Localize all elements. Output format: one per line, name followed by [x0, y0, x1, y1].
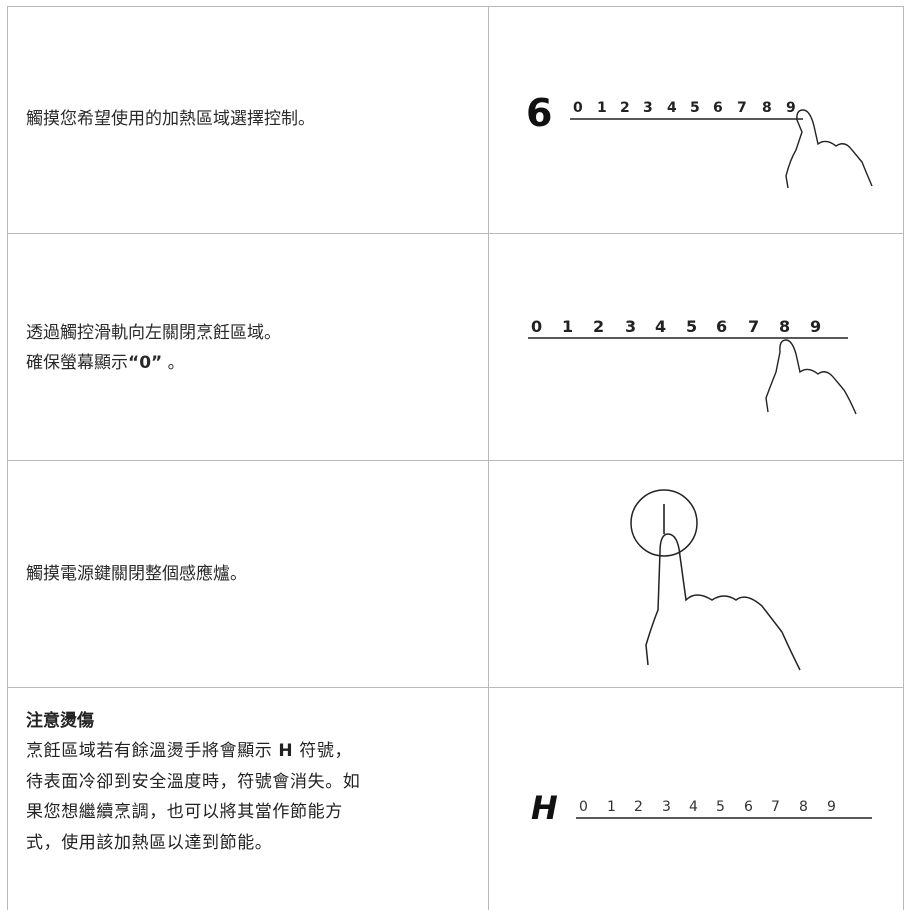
scale-label-6: 6	[744, 799, 753, 815]
row-divider-2	[7, 460, 904, 461]
hand-pointer-icon	[785, 109, 873, 189]
row2-line1: 透過觸控滑軌向左關閉烹飪區域。	[26, 323, 281, 343]
scale-label-0: 0	[573, 100, 583, 116]
row3-instruction: 觸摸電源鍵關閉整個感應爐。	[26, 559, 247, 589]
table-column-divider	[488, 6, 489, 910]
scale-label-3: 3	[643, 100, 653, 116]
row4-slider-scale: 0 1 2 3 4 5 6 7 8 9	[579, 799, 836, 815]
table-left-border	[7, 6, 8, 910]
scale-label-0: 0	[531, 317, 542, 336]
note-body: 烹飪區域若有餘溫燙手將會顯示 H 符號， 待表面冷卻到安全溫度時，符號會消失。如…	[26, 736, 481, 858]
row1-text: 觸摸您希望使用的加熱區域選擇控制。	[26, 109, 315, 129]
note-h-symbol: H	[278, 741, 294, 761]
row1-slider-scale: 0 1 2 3 4 5 6 7 8 9	[573, 100, 796, 116]
scale-label-8: 8	[799, 799, 808, 815]
row2-instruction: 透過觸控滑軌向左關閉烹飪區域。 確保螢幕顯示“0” 。	[26, 318, 281, 378]
note-line3: 果您想繼續烹調，也可以將其當作節能方	[26, 802, 343, 822]
row1-instruction: 觸摸您希望使用的加熱區域選擇控制。	[26, 104, 315, 134]
scale-label-1: 1	[562, 317, 573, 336]
residual-heat-indicator: H	[531, 789, 558, 827]
scale-label-0: 0	[579, 799, 588, 815]
row2-zero: 0	[139, 353, 152, 373]
scale-label-4: 4	[689, 799, 698, 815]
scale-label-2: 2	[634, 799, 643, 815]
note-line2: 待表面冷卻到安全溫度時，符號會消失。如	[26, 771, 361, 792]
power-button-icon	[630, 489, 698, 557]
hand-pointer-icon	[765, 339, 857, 415]
scale-label-8: 8	[779, 317, 790, 336]
scale-label-7: 7	[737, 100, 747, 116]
row-divider-3	[7, 687, 904, 688]
scale-label-6: 6	[713, 100, 723, 116]
scale-label-7: 7	[748, 317, 759, 336]
row4-illustration: H 0 1 2 3 4 5 6 7 8 9	[531, 789, 872, 827]
scale-label-8: 8	[762, 100, 772, 116]
scale-label-2: 2	[620, 100, 630, 116]
row2-line2: 確保螢幕顯示“0” 。	[26, 353, 185, 373]
row2-illustration: 0 1 2 3 4 5 6 7 8 9	[528, 317, 857, 415]
table-top-border	[7, 6, 904, 7]
scale-label-3: 3	[625, 317, 636, 336]
scale-label-5: 5	[716, 799, 725, 815]
scale-label-5: 5	[690, 100, 700, 116]
row-divider-1	[7, 233, 904, 234]
row4-note: 注意燙傷 烹飪區域若有餘溫燙手將會顯示 H 符號， 待表面冷卻到安全溫度時，符號…	[26, 706, 481, 858]
hand-pointer-icon	[645, 533, 801, 671]
scale-label-3: 3	[662, 799, 671, 815]
scale-label-2: 2	[593, 317, 604, 336]
scale-label-9: 9	[810, 317, 821, 336]
row2-slider-scale: 0 1 2 3 4 5 6 7 8 9	[531, 317, 821, 336]
scale-label-9: 9	[827, 799, 836, 815]
scale-label-6: 6	[716, 317, 727, 336]
scale-label-1: 1	[597, 100, 607, 116]
scale-label-1: 1	[607, 799, 616, 815]
row1-illustration: 6 0 1 2 3 4 5 6 7 8 9	[526, 91, 873, 189]
scale-label-9: 9	[786, 100, 796, 116]
scale-label-4: 4	[667, 100, 677, 116]
row3-illustration	[630, 489, 801, 671]
seven-segment-digit: 6	[526, 91, 552, 135]
note-line4: 式，使用該加熱區以達到節能。	[26, 832, 273, 853]
row3-text: 觸摸電源鍵關閉整個感應爐。	[26, 564, 247, 584]
note-line1: 烹飪區域若有餘溫燙手將會顯示 H 符號，	[26, 741, 353, 761]
scale-label-4: 4	[655, 317, 666, 336]
note-title: 注意燙傷	[26, 711, 94, 731]
scale-label-7: 7	[771, 799, 780, 815]
scale-label-5: 5	[686, 317, 697, 336]
